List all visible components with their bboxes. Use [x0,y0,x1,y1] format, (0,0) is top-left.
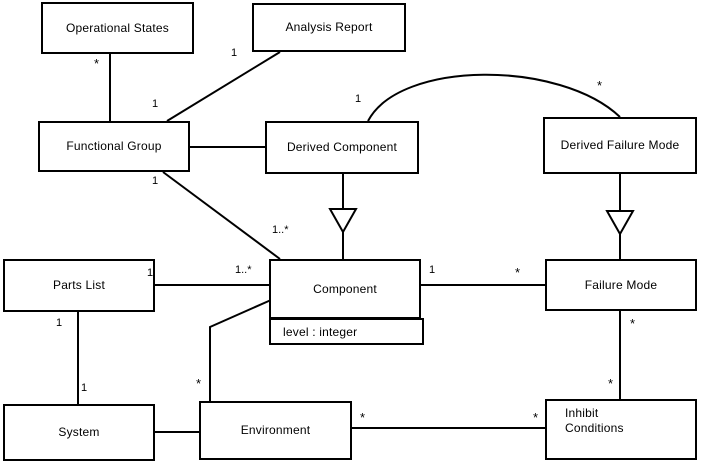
multiplicity-component-failure-end: 1 [429,264,436,276]
association-functional-group-component [162,171,281,260]
class-box-functional-group[interactable]: Functional Group [38,121,190,172]
multiplicity-parts-list-system-top: 1 [56,317,63,329]
multiplicity-functional-group-component-end: 1 [152,175,159,187]
class-box-parts-list[interactable]: Parts List [3,259,155,312]
attribute-compartment-component: level : integer [269,318,424,345]
class-name-operational-states: Operational States [66,20,169,35]
class-box-analysis-report[interactable]: Analysis Report [252,3,406,52]
class-name-functional-group: Functional Group [66,139,162,153]
class-name-component: Component [313,281,377,296]
association-component-environment [209,299,272,401]
multiplicity-inhibit-top: * [608,376,614,391]
class-box-operational-states[interactable]: Operational States [41,2,194,54]
multiplicity-environment-component-end: * [196,376,202,391]
class-name-failure-mode: Failure Mode [584,277,658,292]
class-box-component[interactable]: Component [269,259,421,319]
multiplicity-derived-failure-mode-arc-end: * [597,78,603,93]
multiplicity-operational-states-end: * [94,56,100,71]
multiplicity-failure-mode-left: * [515,265,521,280]
class-box-derived-component[interactable]: Derived Component [265,121,419,174]
association-analysis-report-functional-group [166,51,281,122]
class-name-analysis-report: Analysis Report [285,20,373,34]
hollow-triangle-icon-derived-component [328,208,358,235]
hollow-triangle-icon-derived-failure-mode [605,210,635,237]
class-name-derived-failure-mode: Derived Failure Mode [560,138,680,152]
class-box-failure-mode[interactable]: Failure Mode [545,259,697,311]
class-name-derived-component: Derived Component [286,140,398,154]
multiplicity-inhibit-left: * [533,410,539,425]
association-derived-component-derived-failure-mode [367,73,621,122]
class-name-inhibit-conditions: Inhibit Conditions [565,406,624,435]
multiplicity-environment-right: * [360,410,366,425]
multiplicity-functional-group-operational-end: 1 [152,98,159,110]
class-box-system[interactable]: System [3,404,155,461]
multiplicity-analysis-report-end: 1 [231,47,238,59]
multiplicity-parts-list-right: 1 [147,267,154,279]
class-box-inhibit-conditions[interactable]: Inhibit Conditions [545,399,697,460]
multiplicity-component-parts-end: 1..* [235,264,252,276]
class-box-environment[interactable]: Environment [199,401,352,460]
multiplicity-derived-component-left: 1 [355,93,362,105]
class-name-environment: Environment [240,423,311,437]
multiplicity-failure-mode-bottom: * [630,316,636,331]
multiplicity-system-parts-end: 1 [81,382,88,394]
attribute-component-level: level : integer [283,324,358,339]
multiplicity-component-upper-left: 1..* [272,224,289,236]
class-name-system: System [58,425,100,439]
class-name-parts-list: Parts List [52,278,105,292]
class-box-derived-failure-mode[interactable]: Derived Failure Mode [543,117,697,174]
